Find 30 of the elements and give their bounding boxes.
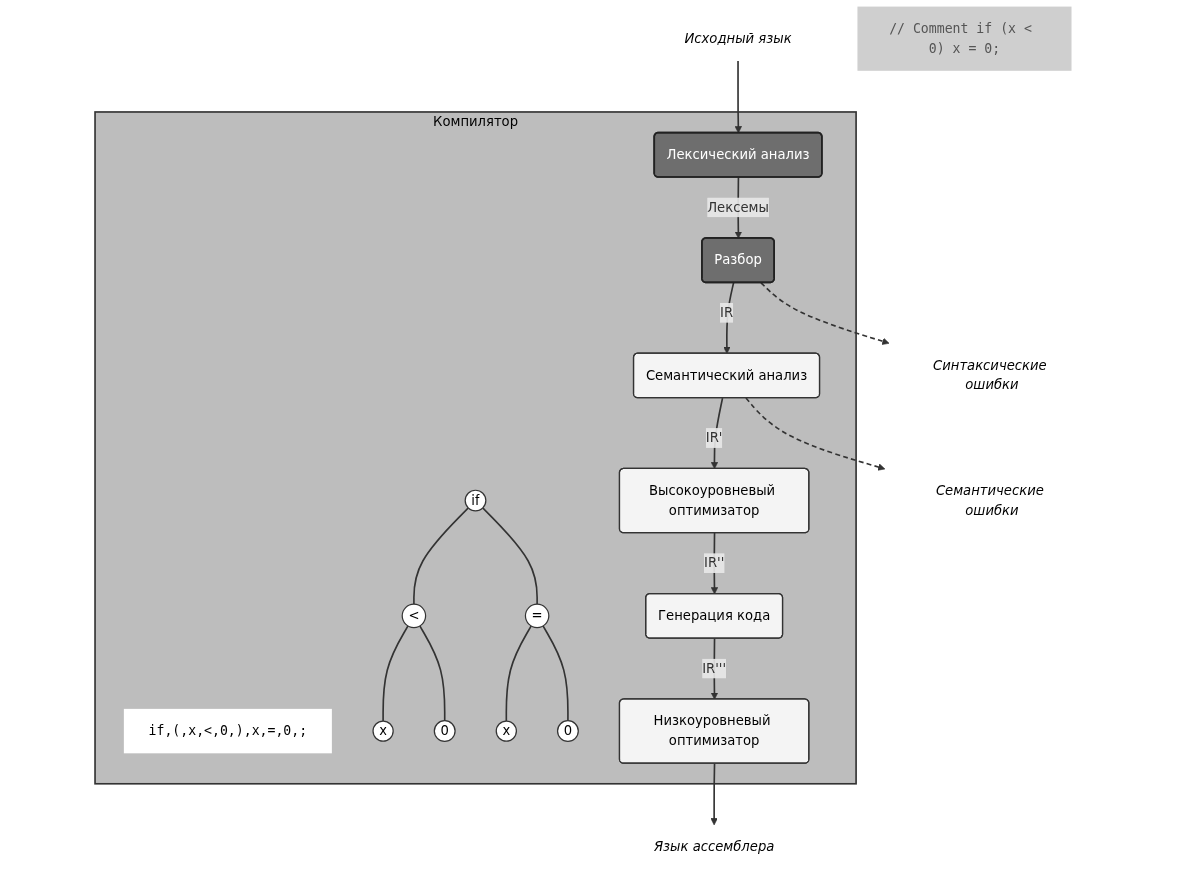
node-circle: if bbox=[464, 489, 487, 512]
node-circle: 0 bbox=[433, 720, 456, 743]
node-box: // Comment if (x < 0) x = 0; bbox=[857, 6, 1072, 71]
connector bbox=[542, 625, 569, 722]
connector bbox=[505, 625, 533, 722]
arrow bbox=[710, 762, 718, 826]
edge-label: IR'' bbox=[703, 554, 725, 571]
node-text: Синтаксические ошибки bbox=[933, 357, 1047, 393]
node-circle: < bbox=[401, 603, 427, 629]
node-circle: x bbox=[372, 720, 394, 742]
node-circle: = bbox=[524, 603, 550, 629]
node-circle: x bbox=[495, 720, 517, 742]
edge-label: IR' bbox=[705, 429, 723, 446]
arrow bbox=[760, 282, 890, 345]
arrow bbox=[745, 397, 886, 471]
edge-label: IR''' bbox=[702, 660, 727, 676]
arrow bbox=[723, 282, 735, 354]
arrow bbox=[734, 60, 742, 134]
node-text: Язык ассемблера bbox=[653, 838, 775, 855]
node-text: Исходный язык bbox=[684, 30, 792, 47]
edge-label: IR bbox=[720, 304, 734, 321]
node-box: if,(,x,<,0,),x,=,0,; bbox=[123, 708, 332, 754]
connector bbox=[419, 625, 446, 722]
node-circle: 0 bbox=[556, 720, 579, 743]
connector bbox=[481, 507, 538, 605]
connector bbox=[382, 625, 409, 722]
arrow bbox=[710, 637, 719, 700]
edge-label: Лексемы bbox=[707, 199, 769, 215]
connector bbox=[413, 507, 470, 605]
node-text: Семантические ошибки bbox=[935, 482, 1044, 518]
